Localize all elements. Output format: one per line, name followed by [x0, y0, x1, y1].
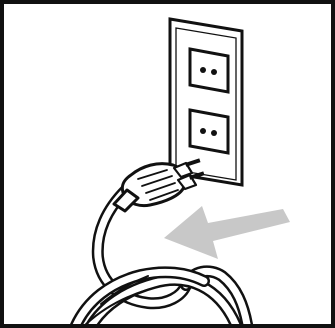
wall-outlet-icon — [170, 19, 242, 185]
pull-direction-arrow-icon — [164, 206, 290, 259]
outlet-socket-icon — [190, 49, 228, 92]
power-cord-icon — [74, 190, 248, 328]
unplug-illustration — [4, 4, 335, 328]
outlet-socket-icon — [190, 110, 228, 153]
